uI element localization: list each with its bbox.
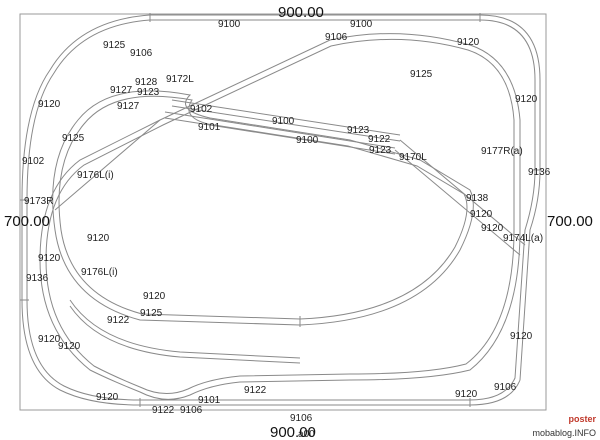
track-label: 9136 xyxy=(528,167,551,178)
baseboard-frame xyxy=(19,13,547,411)
track-label: 9120 xyxy=(510,331,533,342)
track-label: 9123 xyxy=(347,125,370,136)
siding-track xyxy=(69,299,301,359)
track-label: 9120 xyxy=(457,37,480,48)
track-label: 9127 xyxy=(110,85,133,96)
track-label: 9120 xyxy=(38,334,61,345)
track-label: 9120 xyxy=(515,94,538,105)
siding-rail xyxy=(69,305,301,364)
track-label: 9102 xyxy=(22,156,45,167)
track-label: 9127 xyxy=(117,101,140,112)
track-label: 9101 xyxy=(198,395,221,406)
diagonal-crossover xyxy=(399,139,526,246)
lower-loop-track xyxy=(39,33,521,400)
track-label: 9170L xyxy=(399,152,427,163)
track-label: 9125 xyxy=(103,40,126,51)
track-label: 9120 xyxy=(455,389,478,400)
track-label: 9122 xyxy=(368,134,391,145)
track-label: 9106 xyxy=(180,405,203,416)
track-label: 9123 xyxy=(369,145,392,156)
track-label: 9100 xyxy=(272,116,295,127)
track-label: 9138 xyxy=(466,193,489,204)
track-label: 9173R xyxy=(24,196,53,207)
track-label: 9125 xyxy=(62,133,85,144)
right-height-dimension: 700.00 xyxy=(547,213,593,230)
track-label: 9120 xyxy=(38,99,61,110)
track-label: 9101 xyxy=(198,122,221,133)
bottom-extra-label: a00 xyxy=(298,429,315,440)
track-label: 9176L(i) xyxy=(81,267,118,278)
left-diagonal-track xyxy=(54,119,161,211)
watermark-bottom-text: mobablog.INFO xyxy=(532,428,596,438)
center-straight-upper-rail xyxy=(171,105,401,142)
inner-oval-track xyxy=(52,90,474,326)
track-label: 9177R(a) xyxy=(481,146,523,157)
watermark-top-text: poster xyxy=(568,414,596,424)
bottom-width-dimension: 900.00 xyxy=(270,424,316,440)
watermark-logo: poster mobablog.INFO xyxy=(532,414,596,438)
track-label: 9120 xyxy=(96,392,119,403)
center-straight-lower-rail xyxy=(164,117,396,155)
lower-loop-rail xyxy=(45,38,515,394)
track-label: 9172L xyxy=(166,74,194,85)
track-label: 9120 xyxy=(481,223,504,234)
track-label: 9122 xyxy=(244,385,267,396)
track-label: 9120 xyxy=(87,233,110,244)
top-width-dimension: 900.00 xyxy=(278,4,324,21)
track-label: 9100 xyxy=(296,135,319,146)
track-label: 9106 xyxy=(290,413,313,424)
track-label: 9120 xyxy=(58,341,81,352)
diagonal-crossover-rail xyxy=(394,149,521,256)
track-label: 9176L(i) xyxy=(77,170,114,181)
track-label: 9100 xyxy=(350,19,373,30)
track-label: 9120 xyxy=(38,253,61,264)
track-label: 9123 xyxy=(137,87,160,98)
track-label: 9122 xyxy=(107,315,130,326)
track-label: 9174L(a) xyxy=(503,233,543,244)
track-label: 9125 xyxy=(140,308,163,319)
outer-loop-rail xyxy=(26,19,536,401)
track-label: 9128 xyxy=(135,77,158,88)
inner-oval-rail xyxy=(58,95,468,320)
track-label: 9106 xyxy=(494,382,517,393)
track-label: 9102 xyxy=(190,104,213,115)
track-label: 9106 xyxy=(325,32,348,43)
track-label: 9122 xyxy=(152,405,175,416)
track-label: 9106 xyxy=(130,48,153,59)
left-height-dimension: 700.00 xyxy=(4,213,50,230)
track-label: 9100 xyxy=(218,19,241,30)
track-label: 9125 xyxy=(410,69,433,80)
track-label: 9120 xyxy=(470,209,493,220)
track-label: 9120 xyxy=(143,291,166,302)
center-straight-upper xyxy=(171,99,401,136)
center-straight-lower xyxy=(164,111,396,149)
track-label: 9136 xyxy=(26,273,49,284)
outer-loop-track xyxy=(21,14,541,406)
